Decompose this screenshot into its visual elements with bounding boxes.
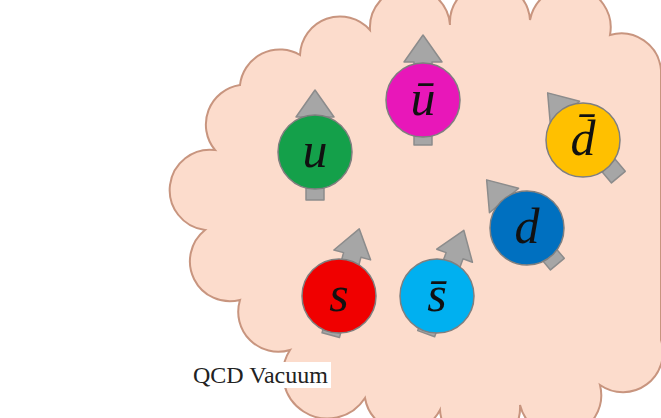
- quark-symbol: d: [515, 201, 540, 251]
- quark-symbol: d̄: [571, 113, 596, 163]
- region-label: QCD Vacuum: [190, 362, 331, 388]
- quark-circle: d: [489, 190, 565, 266]
- quark-symbol: u: [303, 125, 328, 175]
- quark-circle: ū: [385, 62, 461, 138]
- quark-circle: s̄: [399, 258, 475, 334]
- quark-symbol: s̄: [427, 269, 446, 319]
- quark-symbol: s: [329, 269, 348, 319]
- quark-symbol: ū: [411, 73, 436, 123]
- quark-circle: u: [277, 114, 353, 190]
- quark-circle: d̄: [545, 102, 621, 178]
- quark-circle: s: [301, 258, 377, 334]
